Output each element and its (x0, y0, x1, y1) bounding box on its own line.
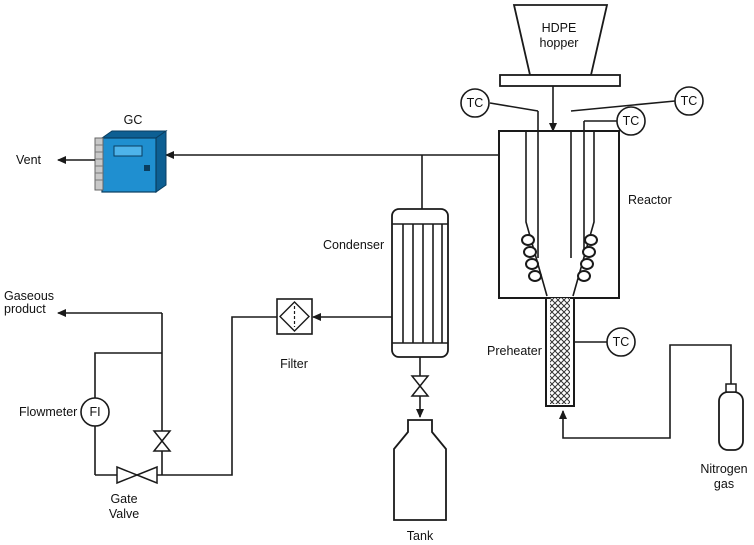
preheater-label: Preheater (487, 344, 542, 358)
tc-probe-1: TC (460, 88, 539, 131)
gaseous-label-line1: Gaseous (4, 289, 54, 303)
gate-valve-label-line2: Valve (109, 507, 139, 521)
preheater-packing (550, 298, 570, 404)
tank: Tank (393, 419, 447, 543)
gc-label: GC (124, 113, 143, 127)
filter-outlet-line (137, 316, 277, 476)
svg-text:TC: TC (467, 96, 484, 110)
tc-probe-2: TC (570, 86, 704, 116)
heating-coils (521, 234, 598, 282)
flowmeter-fi: FI (89, 405, 100, 419)
reactor-vessel (498, 130, 620, 299)
tank-body (393, 419, 447, 521)
preheater: Preheater (487, 297, 575, 407)
flowmeter: FI Flowmeter (19, 352, 162, 475)
nitrogen-label-line2: gas (714, 477, 734, 491)
gc-button (144, 165, 150, 171)
tc-probe-3: TC (584, 106, 646, 136)
filter: Filter (276, 298, 313, 371)
gc-display (113, 145, 143, 157)
filter-label: Filter (280, 357, 308, 371)
gc-side (155, 130, 167, 193)
svg-text:TC: TC (623, 114, 640, 128)
vent-label: Vent (16, 153, 42, 167)
gc-side-panel (94, 137, 104, 191)
gaseous-label-line2: product (4, 302, 46, 316)
svg-text:TC: TC (613, 335, 630, 349)
nitrogen-supply: Nitrogen gas (559, 344, 748, 491)
nitrogen-label-line1: Nitrogen (700, 462, 747, 476)
tank-label: Tank (407, 529, 434, 543)
reactor: Reactor (498, 121, 672, 299)
gate-valve-label-line1: Gate (110, 492, 137, 506)
condenser-shell (391, 208, 449, 358)
svg-text:TC: TC (681, 94, 698, 108)
gc-analyzer: GC Vent (16, 113, 168, 193)
hopper-label-line1: HDPE (542, 21, 577, 35)
tc-probe-4: TC (574, 327, 636, 357)
hopper-label-line2: hopper (540, 36, 579, 50)
nitrogen-cylinder (718, 391, 744, 451)
condenser-label: Condenser (323, 238, 384, 252)
nitrogen-line (559, 344, 732, 439)
nitrogen-valve (725, 383, 737, 393)
reactor-label: Reactor (628, 193, 672, 207)
hdpe-hopper: HDPE hopper (499, 4, 621, 132)
condenser: Condenser (323, 208, 449, 358)
hopper-plate (499, 74, 621, 87)
gc-top (100, 130, 168, 139)
flowmeter-label: Flowmeter (19, 405, 77, 419)
tank-valve (410, 375, 430, 397)
bypass-valve (152, 430, 172, 452)
